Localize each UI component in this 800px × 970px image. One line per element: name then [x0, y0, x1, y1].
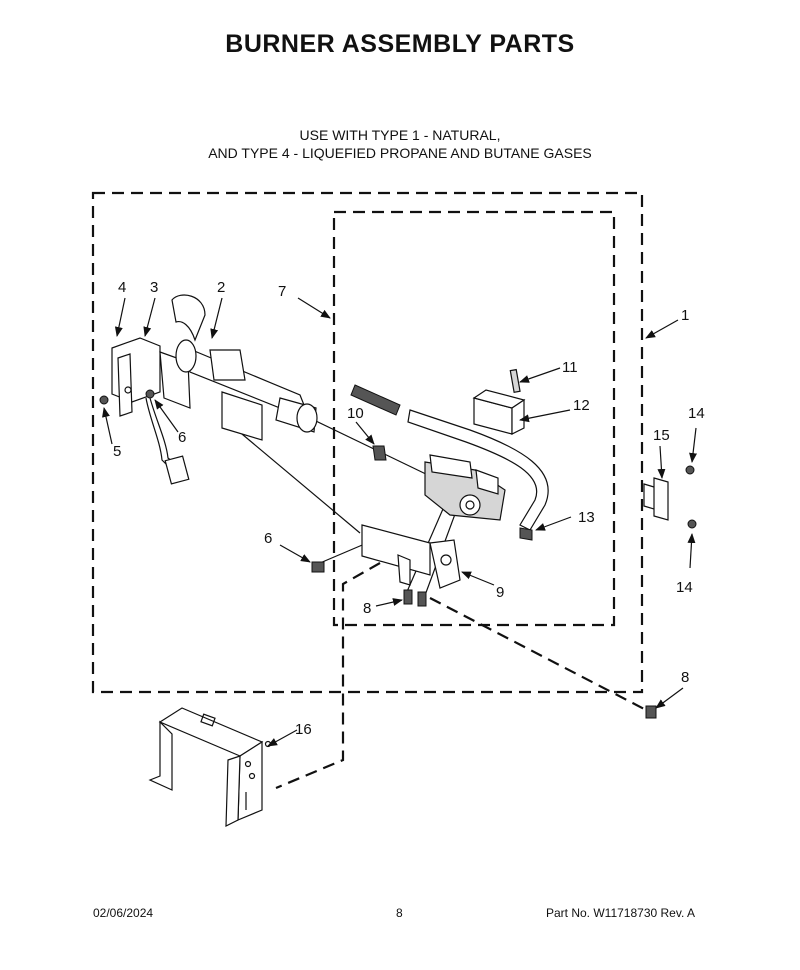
callout-12: 12: [573, 397, 590, 414]
screw-6-lower: [311, 561, 325, 573]
callout-8-inner: 8: [363, 600, 371, 617]
igniter-bracket: [111, 337, 191, 485]
callout-10: 10: [347, 405, 364, 422]
screw-leader-line: [429, 597, 651, 713]
callout-11: 11: [562, 359, 578, 376]
bracket-leader-line: [275, 562, 381, 790]
callout-3: 3: [150, 279, 158, 296]
assembly-boundary-outer: [91, 191, 644, 694]
mounting-bracket-16: [148, 707, 272, 827]
valve-coil: [472, 368, 526, 435]
gas-line-tube: [407, 409, 549, 531]
orifice-tube: [350, 384, 401, 416]
callout-6-lower: 6: [264, 530, 272, 547]
screw-14-upper: [685, 465, 695, 475]
subtitle-line-2: AND TYPE 4 - LIQUEFIED PROPANE AND BUTAN…: [208, 145, 592, 161]
callout-6-upper: 6: [178, 429, 186, 446]
gas-valve: [424, 454, 506, 521]
screw-8-outer: [645, 705, 657, 719]
callout-5: 5: [113, 443, 121, 460]
footer-page-number: 8: [396, 906, 403, 920]
screw-8-right: [417, 591, 427, 607]
clip-bracket-15: [643, 477, 669, 521]
fitting-13: [519, 527, 533, 541]
burner-tube: [171, 294, 318, 441]
callout-9: 9: [496, 584, 504, 601]
subtitle-line-1: USE WITH TYPE 1 - NATURAL,: [299, 127, 501, 143]
screw-8-left: [403, 589, 413, 605]
callout-4: 4: [118, 279, 126, 296]
callout-7: 7: [278, 283, 286, 300]
screw-5: [99, 395, 109, 405]
screw-6-upper: [145, 389, 155, 399]
callout-14-upper: 14: [688, 405, 705, 422]
assembly-boundary-valve: [332, 210, 616, 627]
callout-14-lower: 14: [676, 579, 693, 596]
bracket-leader: [229, 423, 361, 534]
valve-bracket: [361, 524, 461, 589]
footer-part-number: Part No. W11718730 Rev. A: [546, 906, 695, 920]
callout-13: 13: [578, 509, 595, 526]
callout-8-outer: 8: [681, 669, 689, 686]
page-title: BURNER ASSEMBLY PARTS: [225, 30, 575, 58]
callout-16: 16: [295, 721, 312, 738]
callout-2: 2: [217, 279, 225, 296]
screw-10: [372, 445, 387, 461]
footer-date: 02/06/2024: [93, 906, 154, 920]
callout-1: 1: [681, 307, 689, 324]
screw-14-lower: [687, 519, 697, 529]
callout-15: 15: [653, 427, 670, 444]
